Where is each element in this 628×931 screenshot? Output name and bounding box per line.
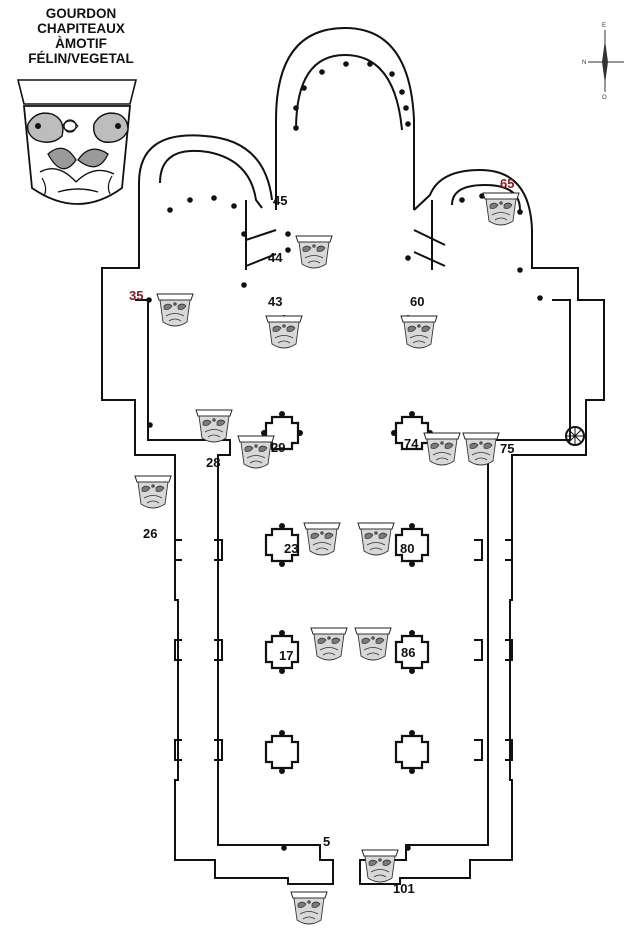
capital-number-43: 43 bbox=[268, 294, 282, 309]
capital-thumbnail bbox=[354, 627, 392, 661]
capital-number-23: 23 bbox=[284, 541, 298, 556]
capital-number-29: 29 bbox=[271, 440, 285, 455]
capital-number-75: 75 bbox=[500, 441, 514, 456]
capital-thumbnail bbox=[462, 432, 500, 466]
capital-thumbnail bbox=[290, 891, 328, 925]
capital-number-86: 86 bbox=[401, 645, 415, 660]
compass-east-label: E bbox=[602, 23, 606, 29]
title-line: FÉLIN/VEGETAL bbox=[28, 51, 134, 66]
compass-north-label: N bbox=[582, 60, 586, 66]
capital-number-35: 35 bbox=[129, 288, 143, 303]
capital-number-74: 74 bbox=[404, 436, 419, 451]
pillar bbox=[264, 734, 300, 770]
capital-illustration bbox=[16, 79, 138, 205]
title-line: GOURDON bbox=[45, 6, 117, 21]
capital-images bbox=[134, 192, 520, 925]
capital-thumbnail bbox=[482, 192, 520, 226]
pillar bbox=[394, 734, 430, 770]
capital-number-28: 28 bbox=[206, 455, 220, 470]
capital-number-60: 60 bbox=[410, 294, 424, 309]
capital-number-17: 17 bbox=[279, 648, 293, 663]
title-line: ÀMOTIF bbox=[55, 36, 107, 51]
capital-number-101: 101 bbox=[393, 881, 415, 896]
capital-thumbnail bbox=[237, 435, 275, 469]
capital-number-65: 65 bbox=[500, 176, 514, 191]
compass-rose: E N O bbox=[582, 23, 624, 101]
capital-number-5: 5 bbox=[323, 834, 330, 849]
nave-pillars bbox=[264, 415, 430, 770]
title-line: CHAPITEAUX bbox=[37, 21, 125, 36]
compass-west-label: O bbox=[602, 95, 607, 101]
capital-thumbnail bbox=[423, 432, 461, 466]
capital-number-80: 80 bbox=[400, 541, 414, 556]
capital-thumbnail bbox=[134, 475, 172, 509]
capital-thumbnail bbox=[156, 293, 194, 327]
capital-number-26: 26 bbox=[143, 526, 157, 541]
capital-thumbnail bbox=[357, 522, 395, 556]
capital-thumbnail bbox=[310, 627, 348, 661]
capital-thumbnail bbox=[303, 522, 341, 556]
capital-number-44: 44 bbox=[268, 250, 283, 265]
pillar-dots bbox=[261, 231, 433, 774]
capital-thumbnail bbox=[400, 315, 438, 349]
capital-thumbnail bbox=[361, 849, 399, 883]
capital-thumbnail bbox=[195, 409, 233, 443]
capital-number-labels: 65 45 44 43 60 35 29 28 74 75 26 23 80 1… bbox=[129, 176, 514, 896]
capital-thumbnail bbox=[295, 235, 333, 269]
plan-title: GOURDON CHAPITEAUX ÀMOTIF FÉLIN/VEGETAL bbox=[8, 6, 154, 66]
capital-thumbnail bbox=[265, 315, 303, 349]
building-outline bbox=[101, 26, 605, 885]
capital-number-45: 45 bbox=[273, 193, 287, 208]
